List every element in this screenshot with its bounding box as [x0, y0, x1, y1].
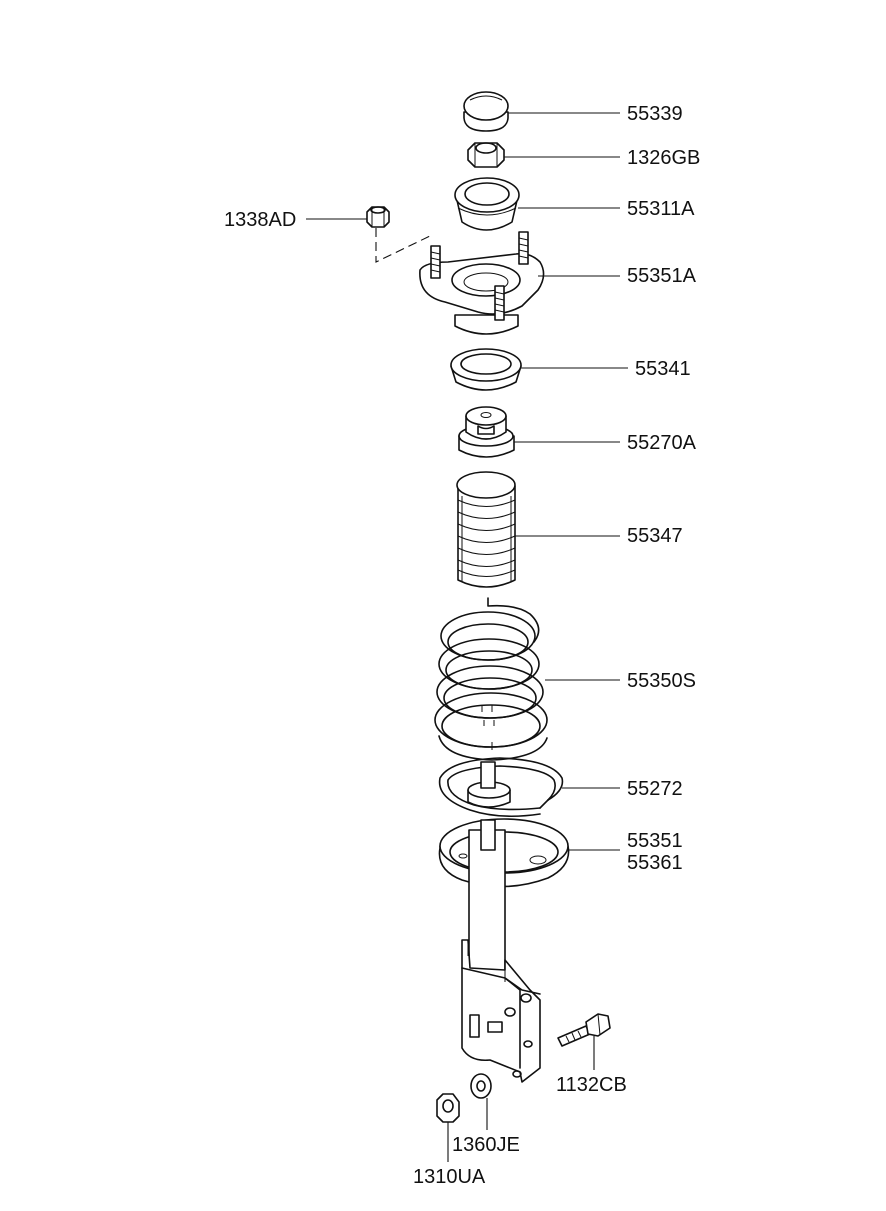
part-label-55351: 55351 [627, 830, 683, 852]
dust-cap-part [463, 91, 509, 132]
nut-alignment-dash [375, 228, 431, 263]
part-label-55350s: 55350S [627, 670, 696, 692]
part-label-1338ad: 1338AD [224, 209, 296, 231]
mounting-stud-right [518, 231, 529, 265]
part-label-55311a: 55311A [627, 198, 695, 220]
part-label-55347: 55347 [627, 525, 683, 547]
bumper-part [458, 406, 515, 458]
hex-nut-bottom-part [436, 1093, 460, 1123]
hex-nut-top-part [467, 142, 505, 168]
insulator-part [454, 177, 520, 231]
bearing-part [450, 348, 522, 391]
part-label-1326gb: 1326GB [627, 147, 700, 169]
coil-spring-part [434, 597, 548, 761]
part-label-55351a: 55351A [627, 265, 697, 287]
part-label-55339: 55339 [627, 103, 683, 125]
mounting-stud-front [494, 285, 505, 321]
washer-part [470, 1073, 492, 1099]
part-label-55272: 55272 [627, 778, 683, 800]
part-label-55270a: 55270A [627, 432, 697, 454]
piston-rod [480, 761, 496, 789]
mounting-stud-left [430, 245, 441, 279]
strut-body [461, 819, 541, 1083]
part-label-1310ua: 1310UA [413, 1166, 486, 1188]
spring-pad-part [438, 757, 564, 818]
part-label-55361: 55361 [627, 852, 683, 874]
part-label-1132cb: 1132CB [556, 1074, 627, 1096]
bolt-part [557, 1013, 611, 1047]
dust-cover-part [456, 471, 516, 588]
strut-mounting-part [419, 231, 545, 335]
part-label-1360je: 1360JE [452, 1134, 520, 1156]
flange-nut-part [366, 206, 390, 228]
part-label-55341: 55341 [635, 358, 691, 380]
